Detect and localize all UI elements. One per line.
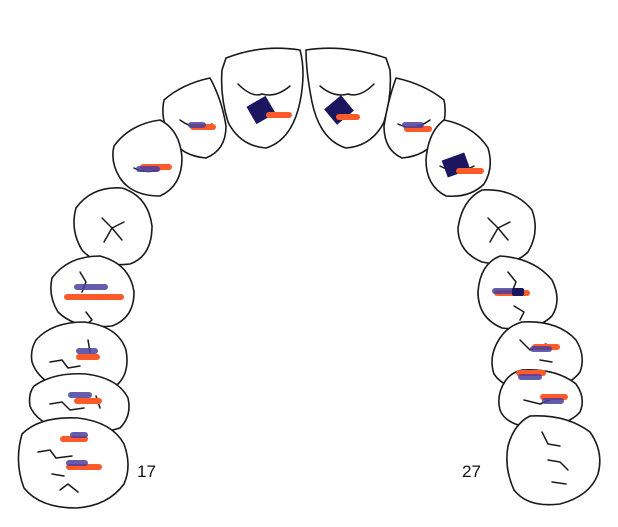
marker-orange xyxy=(74,398,102,404)
marker-blue xyxy=(66,460,88,466)
tooth-number-27: 27 xyxy=(462,462,481,481)
marker-blue xyxy=(68,392,92,398)
marker-blue xyxy=(70,432,88,438)
marker-blue xyxy=(402,122,424,128)
block-canine-right-accent xyxy=(456,168,484,174)
marker-orange xyxy=(64,294,124,300)
tooth-premolar-upper-left xyxy=(73,187,153,266)
marker-blue xyxy=(136,166,160,172)
marker-blue xyxy=(530,346,552,352)
block-incisor-right xyxy=(324,95,354,125)
tooth-central-incisor-right xyxy=(305,47,392,149)
marker-blue xyxy=(188,122,206,128)
marker-blue xyxy=(76,348,98,354)
tooth-third-molar-right xyxy=(506,415,601,506)
block-incisor-left-accent xyxy=(266,112,292,118)
marker-blue xyxy=(518,374,542,380)
tooth-number-17: 17 xyxy=(137,462,156,481)
bracket-markers xyxy=(60,122,568,470)
tooth-premolar-upper-right xyxy=(457,189,536,265)
block-incisor-right-accent xyxy=(336,114,360,120)
marker-dark xyxy=(512,288,524,296)
tooth-premolar-lower-left xyxy=(50,255,135,328)
marker-blue xyxy=(74,284,108,290)
marker-blue xyxy=(542,398,564,404)
bracket-blocks xyxy=(246,95,484,178)
marker-orange xyxy=(76,354,100,360)
tooth-canine-left xyxy=(112,119,183,197)
